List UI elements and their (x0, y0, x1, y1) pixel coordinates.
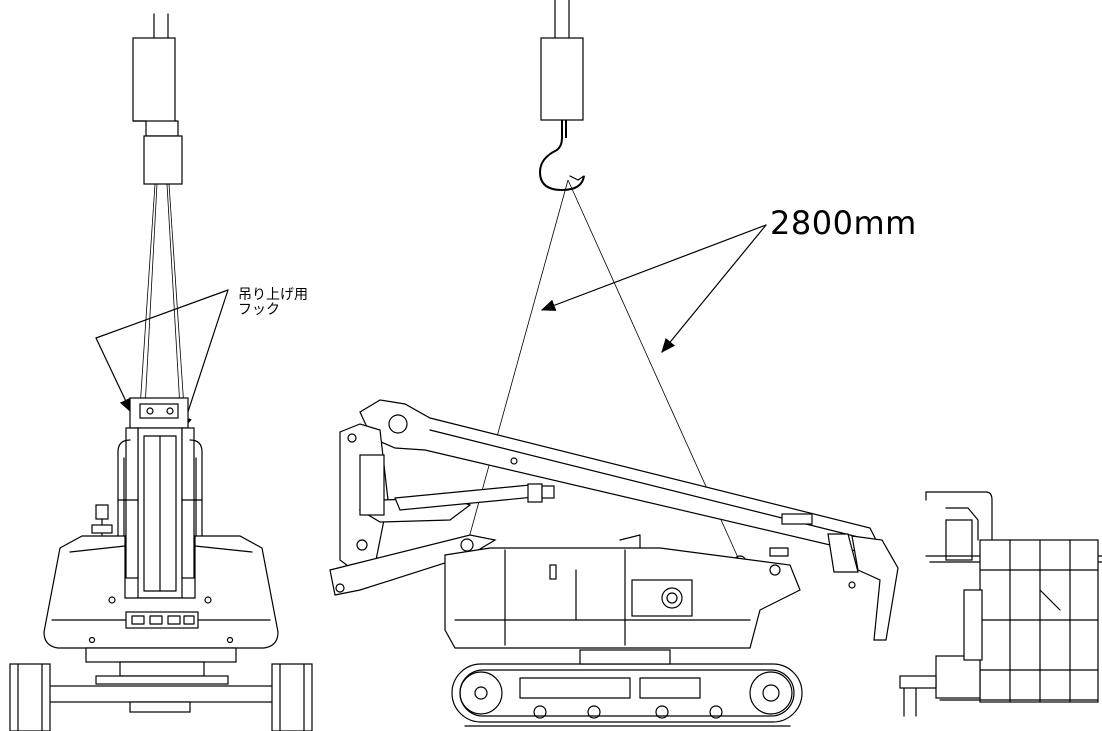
side-crane-cable (554, 0, 570, 39)
hook-label-line1: 吊り上げ用 (238, 287, 308, 303)
side-tracks (451, 649, 803, 727)
front-mast (125, 397, 195, 599)
front-sling-lines (139, 183, 185, 409)
hook-label-line2: フック (238, 302, 280, 318)
front-undercarriage (9, 647, 313, 731)
side-view (329, 0, 1102, 727)
hook-label-arrows (95, 289, 229, 432)
side-boom (359, 399, 899, 641)
front-crane-cable (153, 13, 169, 39)
sling-length-label: 2800mm (770, 204, 917, 242)
front-crane-block-upper (132, 37, 176, 122)
side-body (444, 534, 801, 649)
front-body (43, 535, 279, 649)
front-crane-block-lower (143, 135, 183, 185)
front-valve (91, 504, 113, 536)
crane-hook-icon (538, 120, 585, 192)
side-lower-arms (329, 423, 747, 596)
dimension-arrows (540, 224, 767, 353)
front-view (9, 13, 313, 731)
side-basket (899, 491, 1102, 717)
side-crane-block (540, 37, 584, 121)
hook-label: 吊り上げ用 フック (238, 288, 308, 318)
